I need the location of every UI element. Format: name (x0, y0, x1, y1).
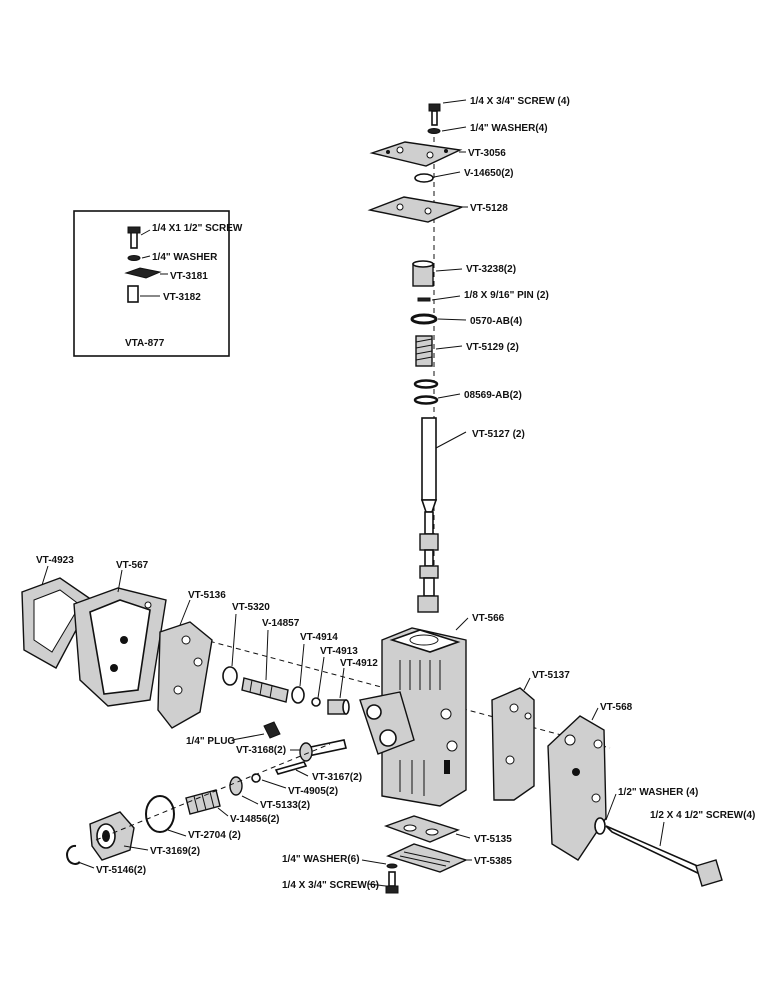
vt4913-ball (311, 697, 321, 707)
label-plug: 1/4" PLUG (186, 736, 235, 747)
vt5146-snap-ring (66, 844, 81, 865)
vt5129-spring (415, 335, 433, 367)
oring-0570 (410, 313, 438, 325)
label-vt4912: VT-4912 (340, 658, 378, 669)
label-vt5320: VT-5320 (232, 602, 270, 613)
label-vt567: VT-567 (116, 560, 149, 571)
vt2704-oring (145, 795, 175, 833)
vt4923-gasket (21, 577, 93, 669)
vt3169-fitting (89, 811, 135, 861)
label-vt5128: VT-5128 (470, 203, 508, 214)
inset-title: VTA-877 (125, 338, 165, 349)
vt566-valve-body (359, 627, 467, 807)
label-washer-top: 1/4" WASHER(4) (470, 123, 548, 134)
vt5320-washer (222, 666, 238, 686)
vt5137-gasket (491, 687, 535, 801)
oring-08569-a (413, 379, 439, 389)
label-v14856: V-14856(2) (230, 814, 279, 825)
label-screw-bottom: 1/4 X 3/4" SCREW(6) (282, 880, 379, 891)
inset-vta877: 1/4 X1 1/2" SCREW 1/4" WASHER VT-3181 VT… (73, 210, 243, 357)
vt5135-gasket (383, 815, 461, 843)
vt3168-bolt (299, 739, 347, 762)
inset-label-screw: 1/4 X1 1/2" SCREW (152, 223, 243, 234)
label-screw-top: 1/4 X 3/4" SCREW (4) (470, 96, 570, 107)
label-vt568: VT-568 (600, 702, 633, 713)
pin-part (417, 297, 431, 302)
label-vt3169: VT-3169(2) (150, 846, 200, 857)
vt4905-ring (251, 773, 261, 783)
label-0570: 0570-AB(4) (470, 316, 522, 327)
label-vt566: VT-566 (472, 613, 505, 624)
label-08569: 08569-AB(2) (464, 390, 522, 401)
label-vt5136: VT-5136 (188, 590, 226, 601)
label-pin: 1/8 X 9/16" PIN (2) (464, 290, 549, 301)
screw-bottom-part (385, 871, 399, 894)
inset-label-vt3181: VT-3181 (170, 271, 208, 282)
vt3167-pin (274, 761, 308, 775)
label-vt5135: VT-5135 (474, 834, 512, 845)
washer-top-part (427, 128, 441, 134)
label-v14650: V-14650(2) (464, 168, 513, 179)
label-vt3056: VT-3056 (468, 148, 506, 159)
v14856-spring (185, 789, 221, 815)
label-vt4913: VT-4913 (320, 646, 358, 657)
label-vt5146: VT-5146(2) (96, 865, 146, 876)
screw-right-part (605, 825, 723, 887)
vt3238-sleeve (412, 260, 434, 287)
vt5127-valve-stem (417, 417, 439, 613)
oring-08569-b (413, 395, 439, 405)
label-screw-right: 1/2 X 4 1/2" SCREW(4) (650, 810, 755, 821)
plug-part (263, 721, 281, 739)
label-vt3238: VT-3238(2) (466, 264, 516, 275)
vt5385-plate (386, 843, 468, 873)
label-vt3167: VT-3167(2) (312, 772, 362, 783)
label-vt4923: VT-4923 (36, 555, 74, 566)
inset-label-washer: 1/4" WASHER (152, 252, 218, 263)
washer-right-part (594, 817, 606, 835)
v14650-ring (414, 173, 434, 183)
inset-label-vt3182: VT-3182 (163, 292, 201, 303)
vt5133-washer (229, 776, 243, 796)
label-vt5137: VT-5137 (532, 670, 570, 681)
vt568-cover (547, 715, 607, 861)
label-washer-right: 1/2" WASHER (4) (618, 787, 698, 798)
label-vt5127: VT-5127 (2) (472, 429, 525, 440)
label-vt4914: VT-4914 (300, 632, 338, 643)
lower-left-axis (95, 743, 331, 841)
label-washer-bottom: 1/4" WASHER(6) (282, 854, 360, 865)
vt5136-gasket (157, 621, 213, 729)
label-vt5129: VT-5129 (2) (466, 342, 519, 353)
vt567-cover (73, 587, 167, 707)
vt4912-seat (327, 699, 350, 715)
screw-top-part (428, 103, 441, 126)
washer-bottom-part (386, 863, 398, 869)
label-vt5385: VT-5385 (474, 856, 512, 867)
label-v14857: V-14857 (262, 618, 300, 629)
label-vt5133: VT-5133(2) (260, 800, 310, 811)
label-vt2704: VT-2704 (2) (188, 830, 241, 841)
vt5128-gasket (367, 196, 465, 223)
label-vt4905: VT-4905(2) (288, 786, 338, 797)
label-vt3168: VT-3168(2) (236, 745, 286, 756)
vt3056-plate (369, 141, 463, 167)
v14857-spring (241, 677, 289, 703)
vt4914-ring (291, 686, 305, 704)
